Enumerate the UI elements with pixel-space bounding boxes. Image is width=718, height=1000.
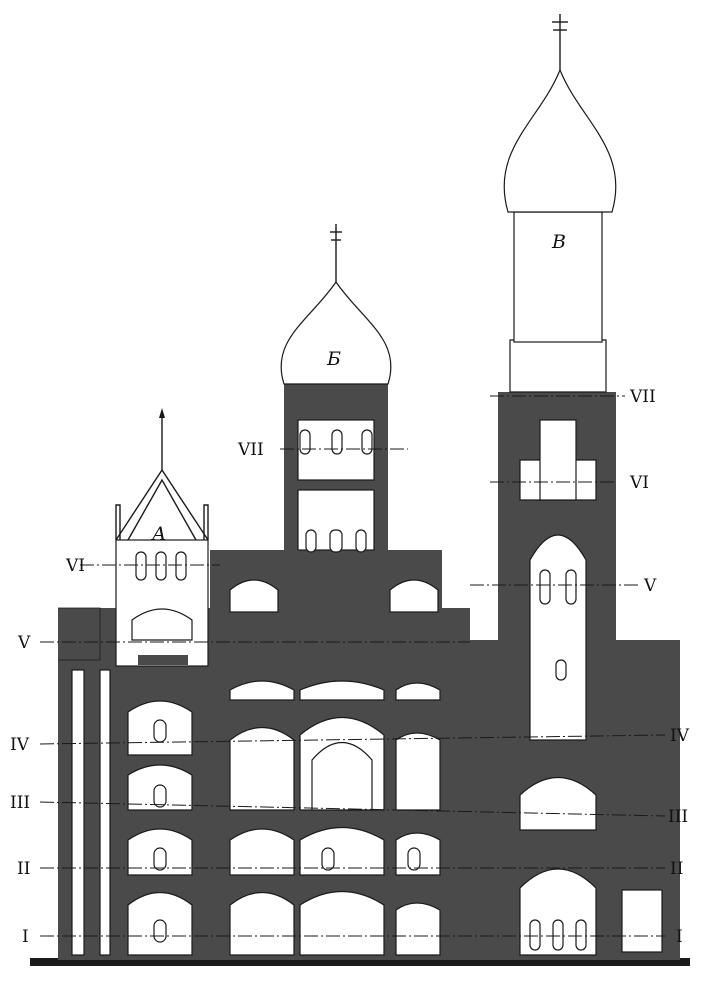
section-label-right-vi: VI	[629, 473, 649, 493]
section-label-left-i: I	[22, 927, 29, 947]
tower-v	[470, 14, 680, 960]
section-cut-lines	[39, 395, 666, 937]
section-label-right-ii: II	[670, 859, 683, 879]
section-label-left-vi: VI	[65, 556, 85, 576]
section-label-right-vii: VII	[629, 387, 656, 407]
tower-b	[210, 224, 442, 614]
section-label-right-v: V	[643, 576, 657, 596]
tower-a	[115, 408, 209, 667]
section-label-left-v: V	[17, 633, 31, 653]
section-label-left-iv: IV	[10, 735, 30, 755]
section-label-left-vii: VII	[237, 440, 264, 460]
section-label-right-i: I	[676, 927, 683, 947]
section-label-right-iv: IV	[670, 726, 690, 746]
section-label-right-iii: III	[668, 807, 688, 827]
building-label-a: А	[150, 523, 166, 545]
building-label-v: В	[551, 231, 566, 253]
building-label-b: Б	[326, 348, 341, 370]
main-body-section	[58, 607, 470, 960]
section-label-left-ii: II	[17, 859, 30, 879]
section-label-left-iii: III	[10, 793, 30, 813]
